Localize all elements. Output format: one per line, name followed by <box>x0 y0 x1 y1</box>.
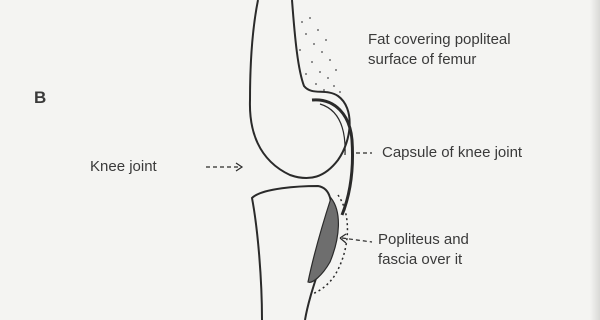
knee-joint-label: Knee joint <box>90 157 157 177</box>
popliteus-muscle <box>308 198 338 282</box>
popliteus-label-line-1: Popliteus and <box>378 230 469 250</box>
fat-label-line-1: Fat covering popliteal <box>368 30 511 50</box>
capsule-label: Capsule of knee joint <box>382 143 522 163</box>
popliteus-label-line-2: fascia over it <box>378 250 469 270</box>
femur-outline <box>250 0 350 178</box>
page-edge-shadow <box>590 0 600 320</box>
panel-letter: B <box>34 88 46 108</box>
joint-capsule <box>312 100 353 215</box>
fat-label: Fat covering popliteal surface of femur <box>368 30 511 70</box>
fat-label-line-2: surface of femur <box>368 50 511 70</box>
popliteal-fat-stipple <box>299 17 341 93</box>
popliteus-label: Popliteus and fascia over it <box>378 230 469 270</box>
